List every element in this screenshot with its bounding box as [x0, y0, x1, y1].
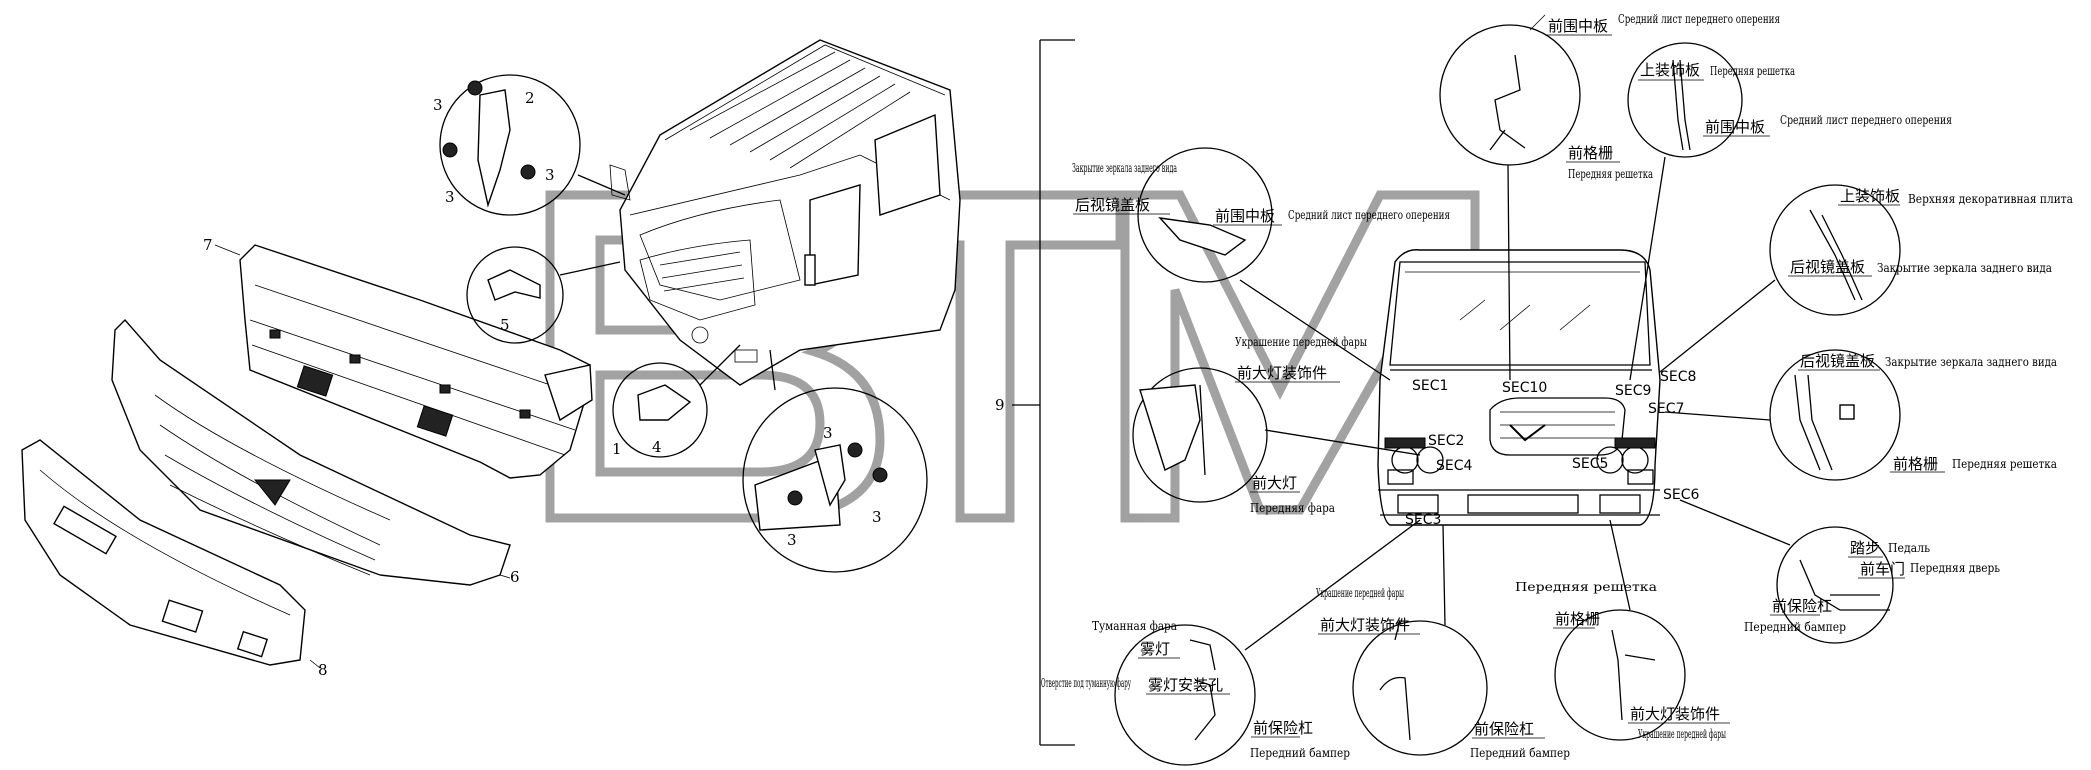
- label-pered-resh-2: Передняя решетка: [1568, 167, 1653, 181]
- label-underlines: [1073, 34, 1945, 739]
- detail-circle-b: [466, 246, 621, 344]
- label-qdd-cn: 前大灯: [1252, 474, 1297, 492]
- label-fog-ru: Туманная фара: [1092, 619, 1177, 633]
- label-tb-ru: Педаль: [1888, 541, 1930, 555]
- detail-circle-a: [439, 74, 626, 216]
- sec-1: SEC1: [1412, 378, 1448, 394]
- label-pered-resh-3: Передняя решетка: [1952, 457, 2057, 471]
- label-qcm-ru: Передняя дверь: [1910, 561, 2000, 575]
- label-szsb-cn-2: 上装饰板: [1840, 187, 1900, 205]
- label-qwz-cn-2: 前围中板: [1705, 118, 1765, 136]
- callout-3d: 3: [823, 424, 833, 442]
- cab-iso-view: [609, 39, 961, 386]
- callout-1: 1: [612, 440, 622, 458]
- label-qbxg-cn-1: 前保险杠: [1772, 597, 1832, 615]
- section-labels: SEC1 SEC10 SEC9 SEC8 SEC2 SEC4 SEC5 SEC3…: [1405, 369, 1700, 528]
- sec-3: SEC3: [1405, 512, 1441, 528]
- sec-9: SEC9: [1615, 383, 1651, 399]
- label-qbxg-cn-2: 前保险杠: [1253, 719, 1313, 737]
- detail-circle-c: [612, 344, 741, 458]
- label-qddzs-cn-1: 前大灯装饰件: [1237, 364, 1327, 382]
- label-qgs-cn-3: 前格栅: [1555, 610, 1600, 628]
- detail-mirror-left: [1137, 147, 1391, 381]
- callout-4: 4: [652, 438, 662, 456]
- label-qwz-ru-2: Средний лист переднего оперения: [1780, 113, 1952, 127]
- label-pered-resh-4: Передняя решетка: [1515, 580, 1657, 594]
- label-mirror-ru-3: Закрытие зеркала заднего вида: [1885, 355, 2057, 369]
- label-qddzs-cn-3: 前大灯装饰件: [1630, 705, 1720, 723]
- label-hsj-cn-3: 后视镜盖板: [1800, 352, 1875, 370]
- bracket-label: 9: [995, 396, 1005, 414]
- sec-5: SEC5: [1572, 456, 1608, 472]
- cab-front-view: [1377, 249, 1661, 526]
- label-szsb-ru-2: Верхняя декоративная плита: [1908, 192, 2073, 206]
- callout-3e: 3: [787, 531, 797, 549]
- label-headlamp-trim-ru-3: Украшение передней фары: [1638, 727, 1726, 741]
- callout-3c: 3: [545, 166, 555, 184]
- detail-sec2: [1114, 519, 1421, 766]
- sec-2: SEC2: [1428, 433, 1464, 449]
- label-qbxg-cn-3: 前保险杠: [1474, 720, 1534, 738]
- label-hsj-cn-2: 后视镜盖板: [1790, 258, 1865, 276]
- detail-sec1: [1132, 367, 1421, 503]
- detail-sec3: [1352, 524, 1488, 756]
- part-bumper: [21, 439, 306, 666]
- label-qwz-cn-3: 前围中板: [1215, 207, 1275, 225]
- label-fog-hole-ru: Отверстие под туманную фару: [1041, 676, 1131, 690]
- detail-sec5: [1554, 519, 1686, 741]
- detail-sec8: [1659, 184, 1901, 373]
- callout-2: 2: [525, 89, 535, 107]
- callout-6: 6: [510, 568, 520, 586]
- part-upper-panel: [239, 244, 593, 479]
- label-qcm-cn: 前车门: [1860, 560, 1905, 578]
- sec-4: SEC4: [1436, 458, 1473, 474]
- label-tb-cn: 踏步: [1850, 539, 1880, 557]
- label-qgs-cn-1: 前格栅: [1568, 144, 1613, 162]
- detail-sec6: [1679, 499, 1894, 644]
- label-mirror-ru-2: Закрытие зеркала заднего вида: [1877, 261, 2052, 275]
- label-bumper-ru-3: Передний бампер: [1470, 746, 1570, 760]
- label-qdd-ru: Передняя фара: [1250, 501, 1335, 515]
- label-qwz-cn-1: 前围中板: [1548, 17, 1608, 35]
- label-bumper-ru-2: Передний бампер: [1250, 746, 1350, 760]
- sec-8: SEC8: [1660, 369, 1696, 385]
- sec-10: SEC10: [1502, 380, 1547, 396]
- label-bumper-ru-1: Передний бампер: [1744, 620, 1846, 634]
- label-headlamp-trim-ru-2: Украшение передней фары: [1316, 586, 1404, 600]
- label-wd-cn: 雾灯: [1140, 640, 1170, 658]
- label-qwz-ru-1: Средний лист переднего оперения: [1618, 12, 1780, 26]
- callout-3f: 3: [872, 508, 882, 526]
- callout-numbers: 1 2 3 3 3 3 4 5 6 7 8 3 3 3: [203, 89, 882, 679]
- sec-7: SEC7: [1648, 401, 1684, 417]
- callout-3a: 3: [433, 96, 443, 114]
- label-qwz-ru-3: Средний лист переднего оперения: [1288, 208, 1450, 222]
- label-qgs-cn-2: 前格栅: [1893, 455, 1938, 473]
- detail-sec7: [1664, 349, 1901, 481]
- label-wdazk-cn: 雾灯安装孔: [1148, 676, 1223, 694]
- callout-8: 8: [318, 661, 328, 679]
- label-szsb-cn-1: 上装饰板: [1640, 61, 1700, 79]
- detail-sec10: [1439, 14, 1581, 381]
- right-labels: 前围中板 Средний лист переднего оперения 上装饰…: [1041, 12, 2073, 760]
- callout-3b: 3: [445, 188, 455, 206]
- label-mirror-ru-1: Закрытие зеркала заднего вида: [1072, 161, 1177, 175]
- label-pered-resh-1: Передняя решетка: [1710, 64, 1795, 78]
- label-qddzs-cn-2: 前大灯装饰件: [1320, 616, 1410, 634]
- label-hsj-cn-1: 后视镜盖板: [1075, 196, 1150, 214]
- bracket-9: 9: [995, 39, 1075, 746]
- callout-7: 7: [203, 236, 213, 254]
- label-headlamp-trim-ru-1: Украшение передней фары: [1235, 335, 1367, 349]
- sec-6: SEC6: [1663, 487, 1700, 503]
- detail-circle-d: [742, 349, 928, 573]
- callout-5: 5: [500, 316, 510, 334]
